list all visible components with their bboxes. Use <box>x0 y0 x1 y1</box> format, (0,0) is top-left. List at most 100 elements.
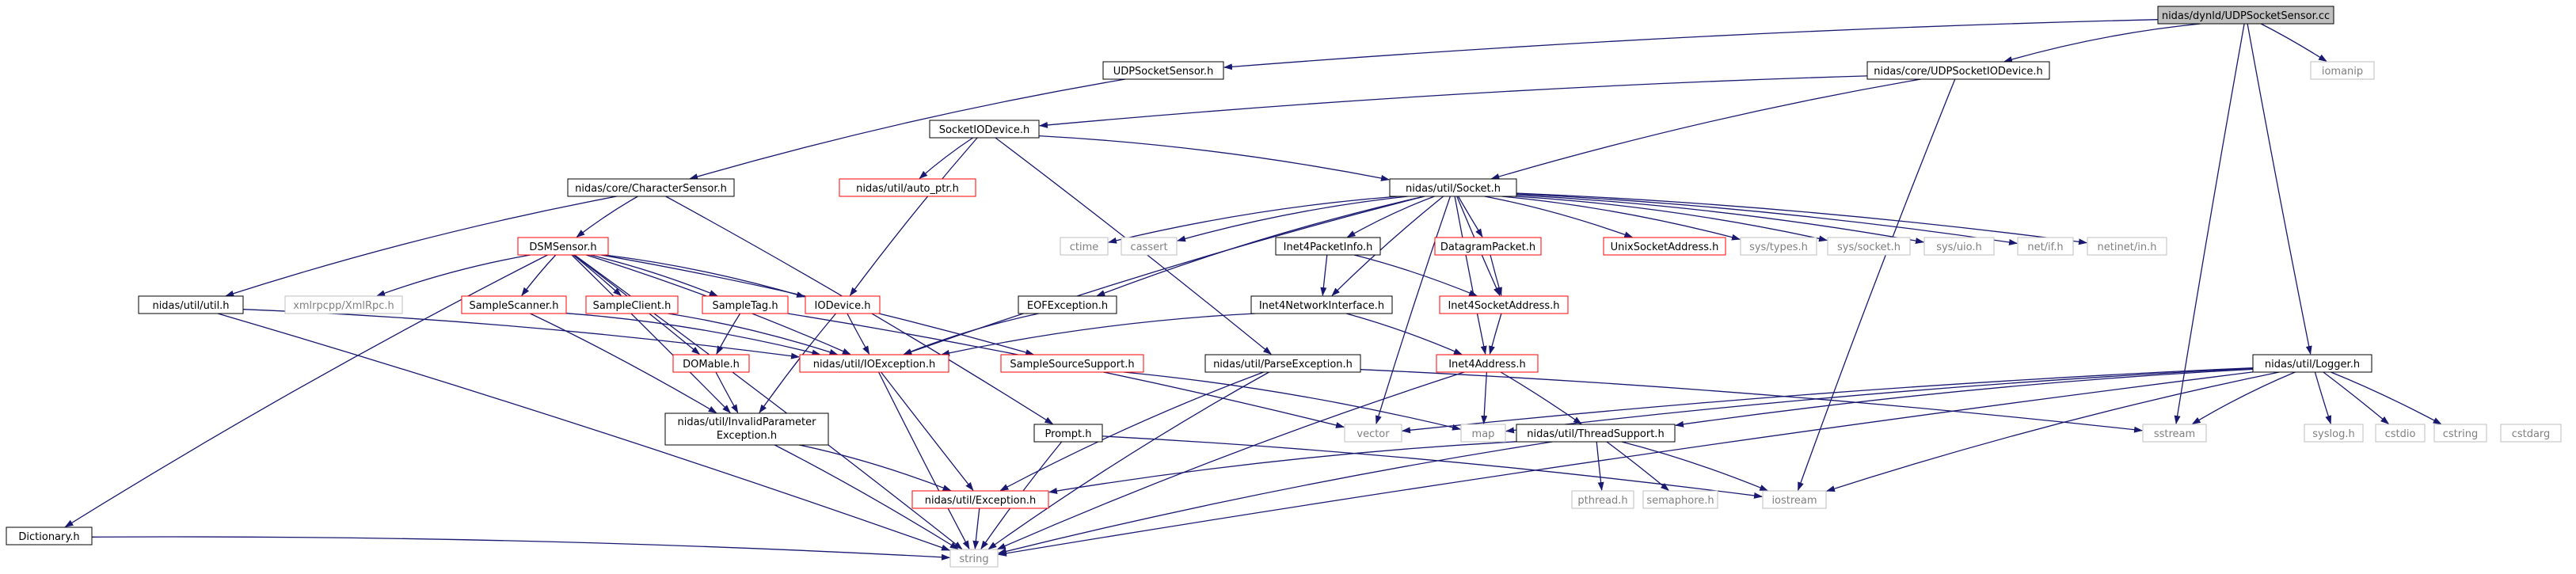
node-i4a[interactable]: Inet4Address.h <box>1436 354 1539 373</box>
node-prompt[interactable]: Prompt.h <box>1033 424 1103 443</box>
edge-thread-to-string <box>998 441 1553 555</box>
edge-dsm-to-string <box>574 254 963 550</box>
edge-logger-to-thread <box>1675 368 2254 428</box>
node-cudp[interactable]: nidas/core/UDPSocketIODevice.h <box>1866 61 2050 80</box>
edge-dsm-to-dict <box>64 254 548 528</box>
node-box <box>2157 6 2334 25</box>
node-label: Inet4Address.h <box>1448 359 1526 371</box>
node-socket[interactable]: nidas/util/Socket.h <box>1389 178 1517 197</box>
node-ioex[interactable]: nidas/util/IOException.h <box>799 354 949 373</box>
node-label: DatagramPacket.h <box>1440 241 1535 253</box>
node-box <box>1275 237 1381 256</box>
node-dict[interactable]: Dictionary.h <box>6 526 93 545</box>
node-charsens[interactable]: nidas/core/CharacterSensor.h <box>567 178 735 197</box>
node-cstdarg: cstdarg <box>2500 424 2562 443</box>
node-label: SampleClient.h <box>593 300 672 312</box>
node-label: cassert <box>1130 241 1167 253</box>
edge-sscan-to-invparam <box>530 313 717 414</box>
node-i4sa[interactable]: Inet4SocketAddress.h <box>1439 295 1569 314</box>
node-label: nidas/util/util.h <box>152 300 229 312</box>
node-dsm[interactable]: DSMSensor.h <box>517 237 609 256</box>
edge-i4sa-to-i4a <box>1489 313 1502 355</box>
node-sclient[interactable]: SampleClient.h <box>585 295 679 314</box>
node-udpss[interactable]: UDPSocketSensor.h <box>1102 61 1224 80</box>
node-root[interactable]: nidas/dynld/UDPSocketSensor.cc <box>2157 6 2334 25</box>
node-iodev[interactable]: IODevice.h <box>805 295 881 314</box>
node-label: iostream <box>1771 495 1817 507</box>
node-thread[interactable]: nidas/util/ThreadSupport.h <box>1516 424 1676 443</box>
node-box <box>911 490 1049 509</box>
node-semaphore: semaphore.h <box>1642 490 1718 509</box>
node-sss[interactable]: SampleSourceSupport.h <box>1000 354 1144 373</box>
node-box <box>461 295 567 314</box>
edge-root-to-sstream <box>2174 23 2245 424</box>
edge-root-to-udpss <box>1223 19 2159 70</box>
node-netin: netinet/in.h <box>2087 237 2167 256</box>
node-dgram[interactable]: DatagramPacket.h <box>1434 237 1542 256</box>
node-label: nidas/util/Logger.h <box>2265 359 2360 371</box>
node-logger[interactable]: nidas/util/Logger.h <box>2252 354 2372 373</box>
node-sstream: sstream <box>2142 424 2207 443</box>
edge-thread-to-exc <box>1048 441 1517 494</box>
node-label: ctime <box>1070 241 1099 253</box>
edge-stag-to-domable <box>716 313 741 355</box>
edge-socket-to-netin <box>1516 192 2087 245</box>
node-cassert: cassert <box>1121 237 1178 256</box>
node-label: nidas/core/CharacterSensor.h <box>575 183 727 195</box>
node-i4ni[interactable]: Inet4NetworkInterface.h <box>1250 295 1393 314</box>
node-syssock: sys/socket.h <box>1827 237 1911 256</box>
node-sscan[interactable]: SampleScanner.h <box>461 295 567 314</box>
edge-socket-to-netif <box>1516 193 2018 245</box>
node-label: nidas/util/ThreadSupport.h <box>1527 428 1664 440</box>
edge-socket-to-dgram <box>1457 196 1483 238</box>
node-label: sys/types.h <box>1749 241 1808 253</box>
node-box <box>1018 295 1117 314</box>
edge-logger-to-sstream <box>2191 371 2296 425</box>
node-label: nidas/util/Exception.h <box>925 495 1037 507</box>
node-pthread: pthread.h <box>1571 490 1634 509</box>
node-box <box>1344 424 1402 443</box>
node-unixsa[interactable]: UnixSocketAddress.h <box>1603 237 1726 256</box>
edge-logger-to-cstring <box>2331 371 2442 425</box>
edge-parseex-to-exc <box>999 371 1264 492</box>
edge-logger-to-cstdio <box>2323 371 2390 425</box>
node-sockio[interactable]: SocketIODevice.h <box>929 120 1040 139</box>
node-iomanip: iomanip <box>2310 61 2375 80</box>
node-box <box>1827 237 1911 256</box>
node-label: Inet4PacketInfo.h <box>1284 241 1373 253</box>
node-eofex[interactable]: EOFException.h <box>1018 295 1117 314</box>
node-netif: net/if.h <box>2017 237 2074 256</box>
node-parseex[interactable]: nidas/util/ParseException.h <box>1204 354 1361 373</box>
node-autoptr[interactable]: nidas/util/auto_ptr.h <box>839 178 976 197</box>
edge-cudp-to-sockio <box>1039 75 1868 128</box>
edge-sockio-to-iodev <box>849 137 978 297</box>
edge-socket-to-i4ni <box>1331 196 1444 297</box>
edge-sockio-to-socket <box>1038 135 1390 181</box>
node-box <box>1121 237 1178 256</box>
node-box <box>138 295 244 314</box>
node-box <box>1436 354 1539 373</box>
node-box <box>1762 490 1827 509</box>
node-domable[interactable]: DOMable.h <box>672 354 750 373</box>
node-box <box>1923 237 1995 256</box>
node-box <box>2017 237 2074 256</box>
edge-ioex-to-exc <box>881 371 974 491</box>
node-box <box>2304 424 2364 443</box>
node-box <box>1204 354 1361 373</box>
node-exc[interactable]: nidas/util/Exception.h <box>911 490 1049 509</box>
edge-utilh-to-string <box>217 313 950 551</box>
node-utilh[interactable]: nidas/util/util.h <box>138 295 244 314</box>
edge-eofex-to-ioex <box>903 313 1039 355</box>
node-box <box>1603 237 1726 256</box>
node-box <box>1033 424 1103 443</box>
edge-socket-to-cassert <box>1177 196 1408 242</box>
node-stag[interactable]: SampleTag.h <box>702 295 789 314</box>
node-box <box>2375 424 2426 443</box>
edge-i4pi-to-i4ni <box>1320 254 1328 296</box>
edge-socket-to-eofex <box>1096 196 1425 297</box>
node-i4pi[interactable]: Inet4PacketInfo.h <box>1275 237 1381 256</box>
edge-socket-to-ioex <box>903 196 1425 355</box>
node-box <box>1434 237 1542 256</box>
